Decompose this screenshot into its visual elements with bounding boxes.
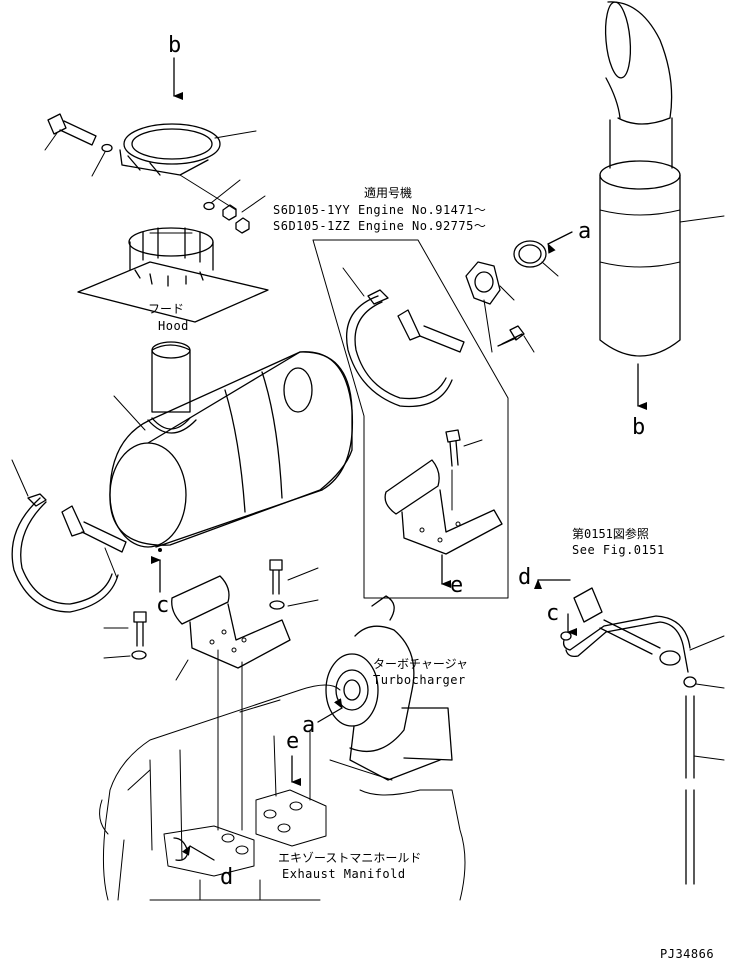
- letter-a-right: a: [578, 219, 591, 244]
- exhaust-stack-icon: [599, 1, 681, 357]
- arrow-icon: [182, 845, 215, 861]
- turbocharger-en: Turbocharger: [373, 673, 466, 687]
- letter-b-right: b: [632, 415, 645, 440]
- serial-line-2: S6D105-1ZZ Engine No.92775～: [273, 219, 486, 233]
- turbocharger-icon: [325, 595, 453, 781]
- letter-a-turbo: a: [302, 713, 315, 738]
- serial-callout-box: [312, 239, 509, 599]
- clamp-band-icon: [346, 289, 465, 408]
- exhaust-manifold-en: Exhaust Manifold: [282, 867, 406, 881]
- serial-title: 適用号機: [364, 185, 412, 200]
- muffler-icon: [109, 341, 354, 552]
- letter-e-box: e: [450, 573, 463, 598]
- hood: [77, 227, 269, 323]
- oil-pipe: [560, 587, 697, 885]
- serial-line-1: S6D105-1YY Engine No.91471～: [273, 203, 486, 217]
- see-fig-en: See Fig.0151: [572, 543, 665, 557]
- arrow-icon: [547, 231, 573, 254]
- letter-b-top: b: [168, 33, 181, 58]
- arrow-icon: [317, 698, 343, 723]
- bracket-in-box: [384, 459, 503, 555]
- gasket-flange: [465, 240, 547, 347]
- drawing-number: PJ34866: [660, 947, 714, 961]
- clamp-band-icon: [11, 493, 127, 613]
- see-fig-jp: 第0151図参照: [572, 526, 649, 541]
- bolt-icon: [131, 559, 285, 660]
- mounting-bracket: [171, 575, 291, 831]
- flange-clamp-assembly: [44, 113, 266, 234]
- exhaust-manifold-jp: エキゾーストマニホールド: [278, 851, 421, 865]
- hood-label-en: Hood: [158, 319, 189, 333]
- hood-label-jp: フード: [148, 302, 184, 316]
- bolt-icon: [445, 429, 461, 467]
- engine-block: [99, 684, 466, 901]
- letter-e-manifold: e: [286, 729, 299, 754]
- letter-d-right: d: [518, 565, 531, 590]
- letter-c-left: c: [156, 593, 169, 618]
- letter-c-right: c: [546, 601, 559, 626]
- bolt-icon: [47, 113, 97, 146]
- turbocharger-jp: ターボチャージャ: [373, 657, 468, 671]
- letter-d-manifold: d: [220, 865, 233, 890]
